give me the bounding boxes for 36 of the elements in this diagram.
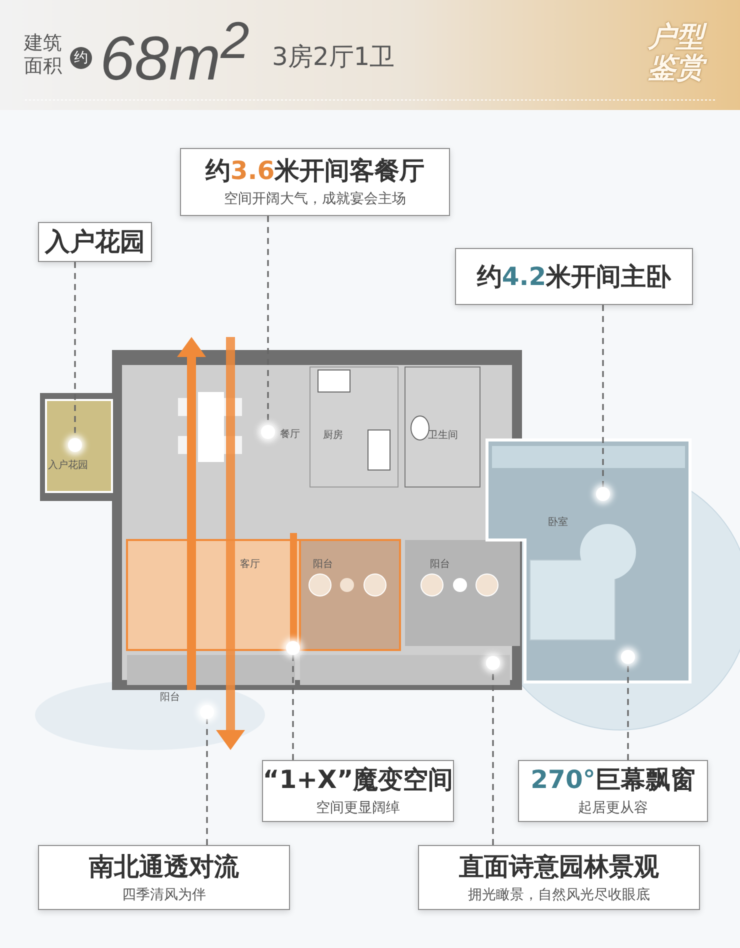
room-label: 阳台	[430, 558, 450, 571]
callout-heading: 南北通透对流	[89, 852, 239, 882]
room-label: 厨房	[323, 428, 343, 442]
callout-heading: 约4.2米开间主卧	[476, 262, 672, 292]
callout-heading: 入户花园	[45, 227, 145, 257]
leader-line	[627, 664, 629, 760]
room-label: 餐厅	[280, 428, 300, 441]
leader-line	[206, 719, 208, 845]
room-label: 入户花园	[48, 458, 88, 472]
callout-heading: 直面诗意园林景观	[459, 852, 659, 882]
callout-box	[518, 760, 708, 822]
callout-subtext: 拥光瞰景，自然风光尽收眼底	[468, 886, 650, 904]
callout-box	[418, 845, 700, 910]
area-value: 68m$^{2}$	[100, 12, 250, 94]
heading-text: 建筑面积	[24, 32, 63, 78]
callout-subtext: 四季清风为伴	[122, 886, 206, 904]
room-count: 3房2厅1卫	[272, 41, 395, 73]
callout-heading: “1+X”魔变空间	[262, 765, 454, 795]
callout-box	[38, 845, 290, 910]
callout-heading: 约3.6米开间客餐厅	[205, 156, 425, 186]
leader-line	[292, 655, 294, 760]
room-label: 卫生间	[428, 428, 458, 442]
watermark-title: 户型鉴赏	[648, 22, 710, 84]
callout-subtext: 空间更显阔绰	[316, 799, 400, 817]
room-label: 阳台	[160, 690, 180, 704]
callout-box	[180, 148, 450, 216]
callout-heading: 270°巨幕飘窗	[530, 765, 696, 795]
callout-box	[38, 222, 152, 262]
callout-box	[262, 760, 454, 822]
room-label: 客厅	[240, 558, 260, 571]
callout-subtext: 空间开阔大气，成就宴会主场	[224, 190, 406, 208]
leader-line	[602, 305, 604, 487]
callout-box	[455, 248, 693, 305]
room-label: 卧室	[548, 516, 568, 529]
room-label: 阳台	[313, 558, 333, 571]
callout-subtext: 起居更从容	[578, 799, 648, 817]
